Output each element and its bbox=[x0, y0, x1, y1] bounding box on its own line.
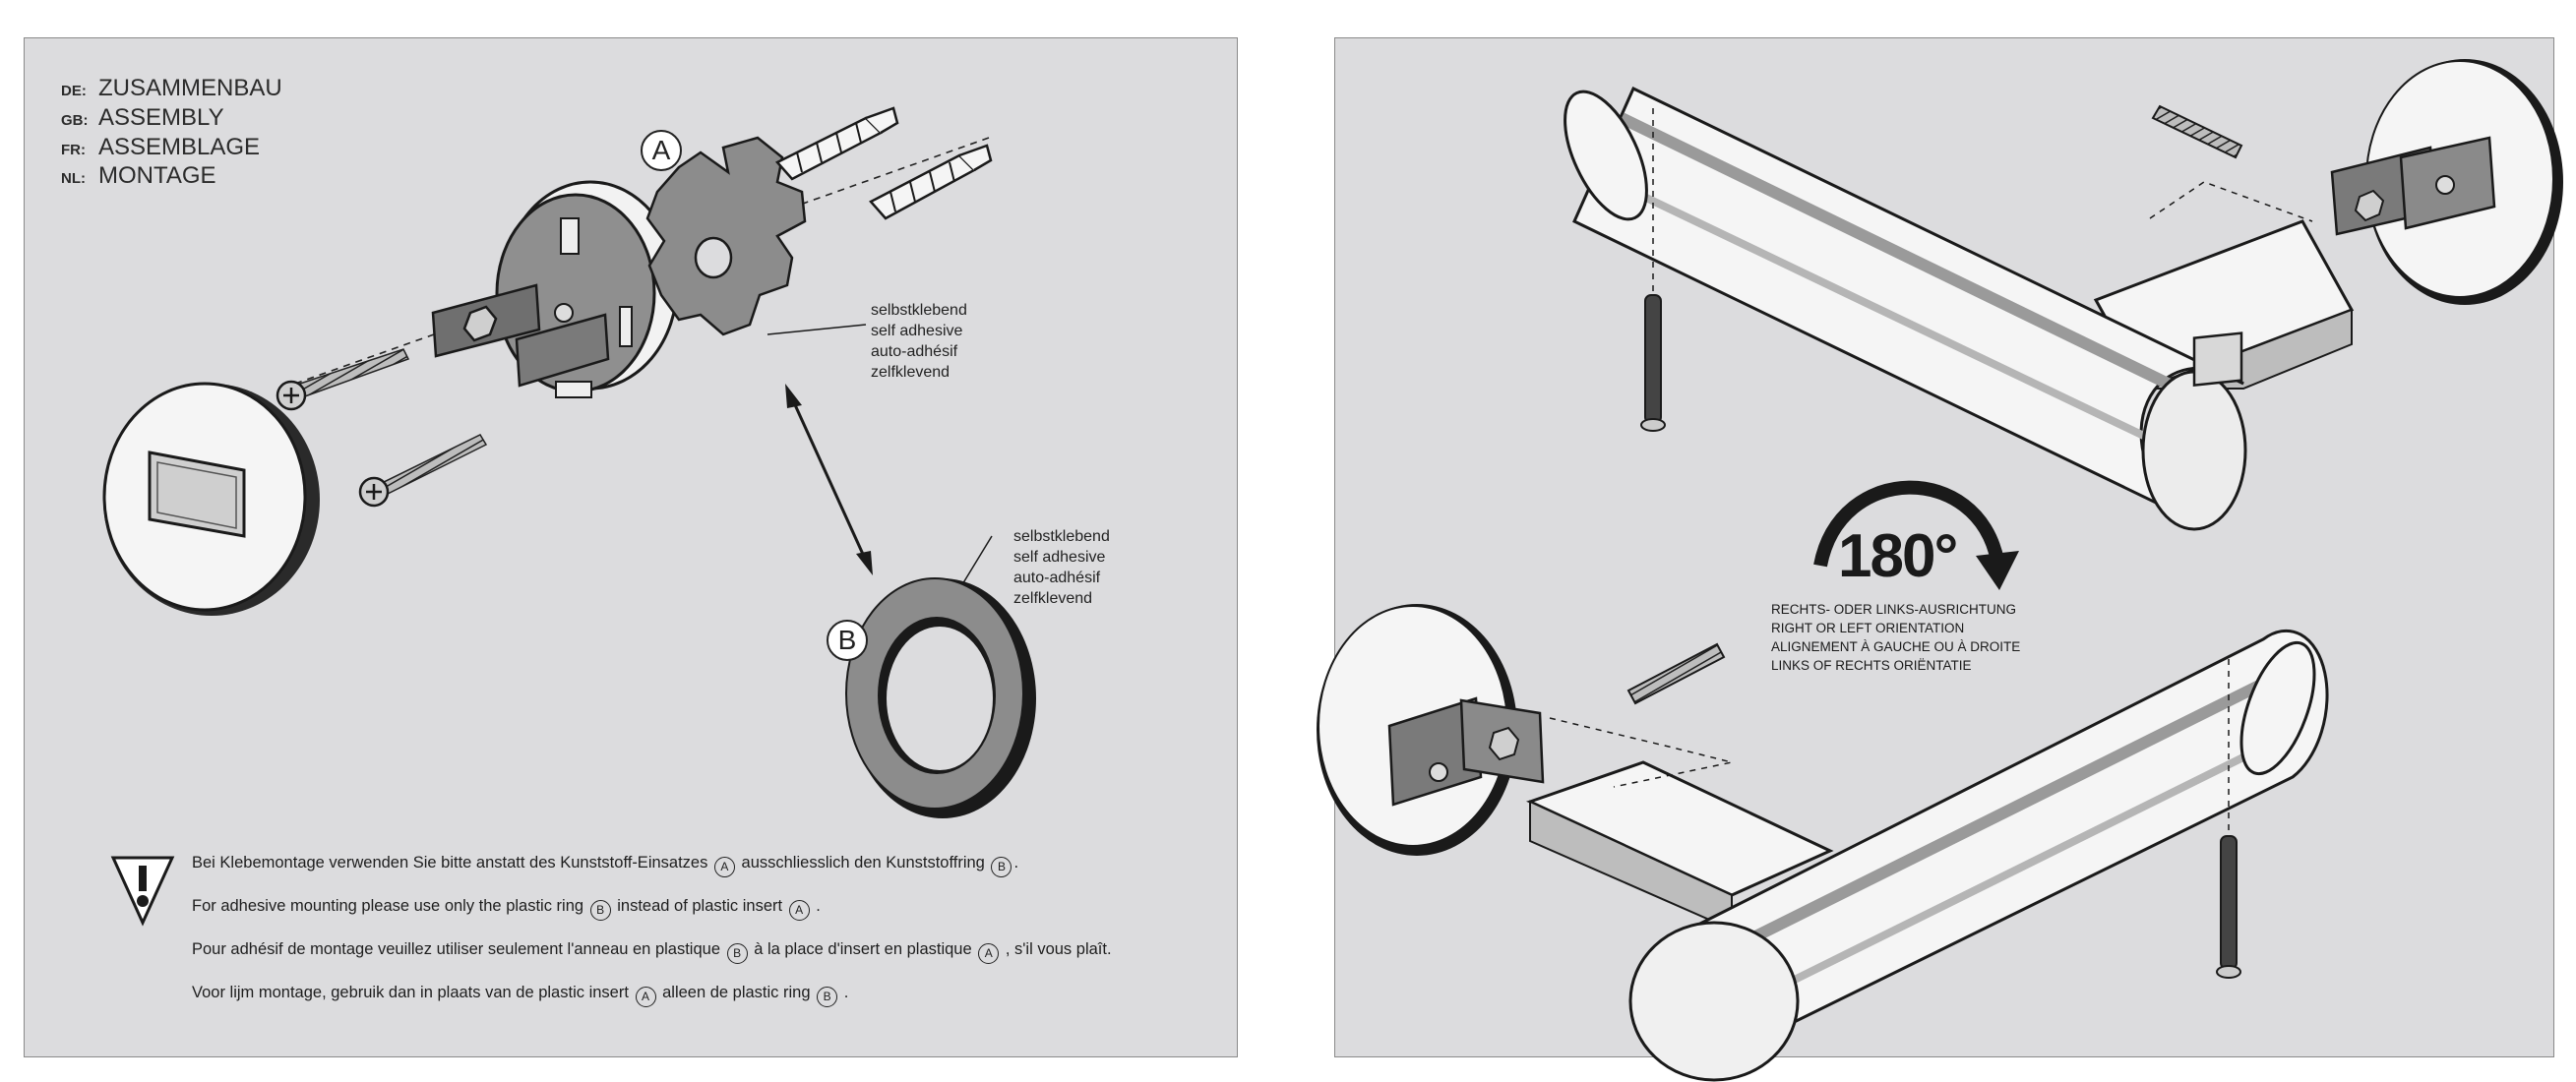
title-fr: FR:ASSEMBLAGE bbox=[61, 134, 261, 160]
wall-mount-upper bbox=[2330, 59, 2563, 305]
wall-mount-lower bbox=[1317, 604, 1545, 856]
plastic-insert-a bbox=[645, 136, 807, 336]
base-plate bbox=[431, 180, 679, 398]
marker-a: A bbox=[978, 943, 1000, 964]
callout-b: B bbox=[827, 620, 868, 661]
title-gb: GB:ASSEMBLY bbox=[61, 104, 224, 131]
note-nl: Voor lijm montage, gebruik dan in plaats… bbox=[192, 984, 848, 1007]
cover-cap bbox=[102, 382, 320, 616]
note-de: Bei Klebemontage verwenden Sie bitte ans… bbox=[192, 854, 1018, 877]
rotate-180-icon bbox=[1813, 480, 2019, 590]
towel-bar-lower bbox=[1526, 331, 2329, 1082]
plastic-ring-b bbox=[845, 577, 1036, 818]
marker-a: A bbox=[635, 987, 656, 1007]
marker-b: B bbox=[726, 943, 748, 964]
title-de: DE:ZUSAMMENBAU bbox=[61, 75, 282, 101]
marker-b: B bbox=[991, 857, 1012, 877]
title-nl: NL:MONTAGE bbox=[61, 162, 216, 189]
marker-b: B bbox=[817, 987, 838, 1007]
mounting-pin-upper bbox=[2149, 104, 2313, 222]
note-en: For adhesive mounting please use only th… bbox=[192, 897, 821, 921]
marker-b: B bbox=[589, 900, 611, 921]
orientation-text: RECHTS- ODER LINKS-AUSRICHTUNG RIGHT OR … bbox=[1771, 602, 2021, 673]
swap-arrow bbox=[785, 384, 873, 575]
wall-plug-lower bbox=[869, 144, 993, 220]
marker-a: A bbox=[788, 900, 810, 921]
note-fr: Pour adhésif de montage veuillez utilise… bbox=[192, 940, 1112, 964]
wall-plug-upper bbox=[774, 106, 899, 181]
marker-a: A bbox=[713, 857, 735, 877]
mounting-pin-lower bbox=[1549, 642, 1733, 788]
callout-a: A bbox=[641, 130, 682, 171]
rotation-degrees: 180° bbox=[1838, 522, 1958, 590]
screw-upper bbox=[276, 348, 410, 411]
towel-bar-upper bbox=[1564, 86, 2355, 531]
warning-icon bbox=[110, 856, 175, 927]
screw-lower bbox=[358, 434, 488, 508]
